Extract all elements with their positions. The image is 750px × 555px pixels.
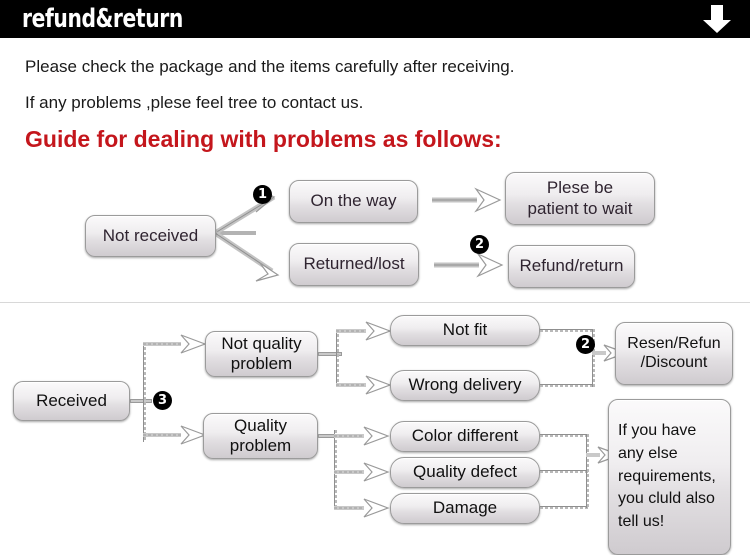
box-quality-defect[interactable]: Quality defect xyxy=(390,457,540,488)
marker-3: 3 xyxy=(153,391,172,410)
connector-to-color-different xyxy=(334,426,390,446)
box-extra-requirements-note[interactable]: If you have any else requirements, you c… xyxy=(608,399,731,555)
page-title: refund&return xyxy=(22,4,183,34)
box-not-quality-problem[interactable]: Not quality problem xyxy=(205,331,318,377)
box-returned-lost[interactable]: Returned/lost xyxy=(289,243,419,286)
connector-on-the-way-to-wait xyxy=(432,187,502,213)
connector-not-fit-out xyxy=(540,329,594,332)
connector-quality-defect-out xyxy=(540,470,588,473)
box-resend-refund-discount[interactable]: Resen/Refun /Discount xyxy=(615,322,733,385)
marker-2-top: 2 xyxy=(470,235,489,254)
intro-line-1: Please check the package and the items c… xyxy=(25,57,515,76)
connector-not-quality-bus xyxy=(336,329,339,387)
connector-to-not-fit xyxy=(336,321,392,341)
box-not-received[interactable]: Not received xyxy=(85,215,216,257)
box-color-different[interactable]: Color different xyxy=(390,421,540,452)
marker-1: 1 xyxy=(253,185,272,204)
connector-outcome-bus-bottom xyxy=(586,434,589,508)
box-not-fit[interactable]: Not fit xyxy=(390,315,540,346)
down-arrow-icon xyxy=(703,5,731,33)
guide-heading: Guide for dealing with problems as follo… xyxy=(25,126,502,152)
box-plese-be-patient[interactable]: Plese be patient to wait xyxy=(505,172,655,225)
connector-not-quality-stem xyxy=(318,352,342,356)
connector-outcome-bus-top xyxy=(592,329,595,387)
box-received[interactable]: Received xyxy=(13,381,130,421)
box-damage[interactable]: Damage xyxy=(390,493,540,524)
box-refund-return[interactable]: Refund/return xyxy=(508,245,635,288)
connector-returned-to-refund xyxy=(434,252,504,278)
connector-color-different-out xyxy=(540,434,588,437)
connector-received-stem xyxy=(130,399,152,403)
connector-to-not-quality xyxy=(143,334,207,354)
connector-to-quality xyxy=(143,425,207,445)
connector-to-quality-defect xyxy=(334,462,390,482)
connector-damage-out xyxy=(540,506,588,509)
connector-to-wrong-delivery xyxy=(336,375,392,395)
box-on-the-way[interactable]: On the way xyxy=(289,180,418,223)
box-wrong-delivery[interactable]: Wrong delivery xyxy=(390,370,540,401)
box-quality-problem[interactable]: Quality problem xyxy=(203,413,318,459)
header-banner: refund&return xyxy=(0,0,750,38)
marker-2-bottom: 2 xyxy=(576,335,595,354)
connector-to-damage xyxy=(334,498,390,518)
connector-received-bus xyxy=(143,342,146,442)
section-divider xyxy=(0,302,750,303)
connector-wrong-delivery-out xyxy=(540,384,594,387)
intro-line-2: If any problems ,plese feel tree to cont… xyxy=(25,93,364,112)
